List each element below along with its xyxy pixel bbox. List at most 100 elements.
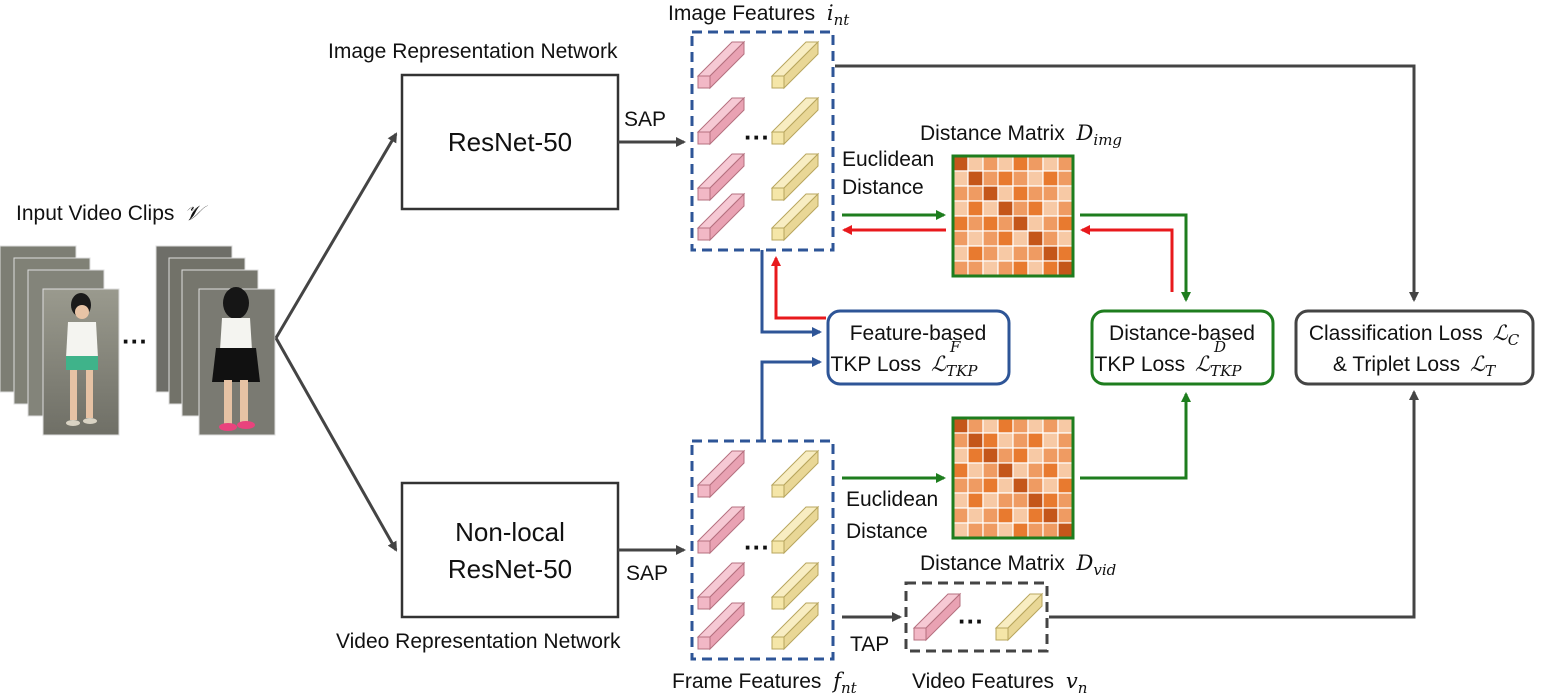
- matrix-cell: [997, 447, 1014, 464]
- matrix-cell: [1042, 230, 1059, 247]
- matrix-cell: [982, 462, 999, 479]
- matrix-cell: [997, 155, 1014, 172]
- feature-bar-yellow: [770, 449, 820, 499]
- matrix-cell: [997, 417, 1014, 434]
- resnet-box: ResNet-50: [400, 73, 620, 211]
- img-to-cls-arrow: [835, 64, 1419, 302]
- matrix-cell: [1012, 447, 1029, 464]
- matrix-cell: [1042, 507, 1059, 524]
- matrix-cell: [1012, 230, 1029, 247]
- image-features-box: [690, 30, 835, 252]
- matrix-cell: [1042, 477, 1059, 494]
- feature-loss-label-1: Feature-based: [850, 322, 987, 345]
- feature-bar-yellow: [770, 40, 820, 90]
- matrix-cell: [982, 215, 999, 232]
- matrix-cell: [967, 522, 984, 539]
- matrix-cell: [1042, 260, 1059, 277]
- video-network-label: Video Representation Network: [336, 630, 621, 653]
- matrix-cell: [967, 245, 984, 262]
- classification-triplet-loss-box: Classification Loss ℒC & Triplet Loss ℒT: [1294, 309, 1535, 386]
- matrix-cell: [982, 447, 999, 464]
- matrix-cell: [1027, 492, 1044, 509]
- clip-stack-left: [0, 245, 120, 436]
- feature-bar-pink: [696, 561, 746, 611]
- matrix-cell: [1057, 417, 1074, 434]
- matrix-cell: [982, 230, 999, 247]
- matrix-cell: [1012, 522, 1029, 539]
- matrix-cell: [982, 155, 999, 172]
- matrix-cell: [1042, 200, 1059, 217]
- sap-label-top: SAP: [624, 108, 666, 131]
- matrix-cell: [1012, 432, 1029, 449]
- matrix-cell: [1027, 215, 1044, 232]
- matrix-cell: [1042, 417, 1059, 434]
- matrix-cell: [1027, 155, 1044, 172]
- euclidean-label-top-2: Distance: [842, 176, 924, 199]
- matrix-cell: [997, 170, 1014, 187]
- matimg-to-distloss-arrow: [1080, 213, 1191, 302]
- matrix-cell: [982, 245, 999, 262]
- matrix-cell: [1057, 462, 1074, 479]
- distance-matrix-img-label: Distance Matrix Dimg: [920, 121, 1122, 149]
- clip-stack-right: [155, 245, 276, 436]
- matrix-cell: [952, 492, 969, 509]
- matrix-cell: [997, 507, 1014, 524]
- matrix-cell: [952, 432, 969, 449]
- matrix-cell: [1057, 155, 1074, 172]
- matrix-cell: [952, 522, 969, 539]
- feature-bar-pink: [696, 152, 746, 202]
- matrix-cell: [967, 230, 984, 247]
- matrix-cell: [1012, 170, 1029, 187]
- matrix-cell: [952, 260, 969, 277]
- distance-tkp-loss-box: Distance-based TKP Loss ℒTKP D: [1090, 309, 1275, 386]
- matrix-cell: [1042, 245, 1059, 262]
- matrix-cell: [967, 417, 984, 434]
- video-feature-cells: [912, 592, 1044, 642]
- image-features-ellipsis: ···: [744, 122, 770, 152]
- matrix-cell: [967, 492, 984, 509]
- matrix-cell: [967, 155, 984, 172]
- matrix-cell: [1042, 492, 1059, 509]
- matrix-cell: [982, 477, 999, 494]
- matrix-cell: [997, 432, 1014, 449]
- frame-features-ellipsis: ···: [744, 532, 770, 562]
- feature-loss-sup: F: [949, 338, 961, 356]
- euclidean-label-bot-1: Euclidean: [846, 488, 938, 511]
- matrix-cell: [1027, 230, 1044, 247]
- matrix-cell: [1057, 245, 1074, 262]
- matrix-cell: [1012, 155, 1029, 172]
- matrix-border: [951, 416, 1075, 540]
- matrix-cell: [1012, 185, 1029, 202]
- matrix-cell: [1027, 447, 1044, 464]
- person-figure-left: [66, 293, 98, 426]
- matrix-cell: [1042, 170, 1059, 187]
- matrix-cell: [1042, 522, 1059, 539]
- matrix-cell: [1027, 477, 1044, 494]
- matrix-cell: [1027, 462, 1044, 479]
- matrix-cell: [952, 462, 969, 479]
- distance-matrix-img: [951, 154, 1075, 278]
- feature-bar-pink: [696, 601, 746, 651]
- distance-loss-sup: D: [1213, 338, 1226, 356]
- matrix-cell: [997, 215, 1014, 232]
- matrix-cell: [952, 155, 969, 172]
- branch-arrow-bottom: [274, 337, 398, 552]
- matrix-cell: [952, 185, 969, 202]
- matrix-cell: [982, 260, 999, 277]
- matrix-cell: [982, 200, 999, 217]
- resnet-label: ResNet-50: [448, 127, 572, 157]
- matrix-cell: [1012, 462, 1029, 479]
- euclidean-label-top-1: Euclidean: [842, 148, 934, 171]
- matrix-cell: [967, 260, 984, 277]
- euclidean-label-bot-2: Distance: [846, 520, 928, 543]
- matrix-cell: [997, 245, 1014, 262]
- matrix-cell: [1042, 447, 1059, 464]
- feature-bar-yellow: [770, 561, 820, 611]
- matrix-cell: [1057, 477, 1074, 494]
- feature-bar-yellow: [770, 96, 820, 146]
- matrix-cell: [997, 462, 1014, 479]
- image-feature-cells: [696, 40, 820, 242]
- matrix-cell: [997, 477, 1014, 494]
- matrix-cell: [982, 185, 999, 202]
